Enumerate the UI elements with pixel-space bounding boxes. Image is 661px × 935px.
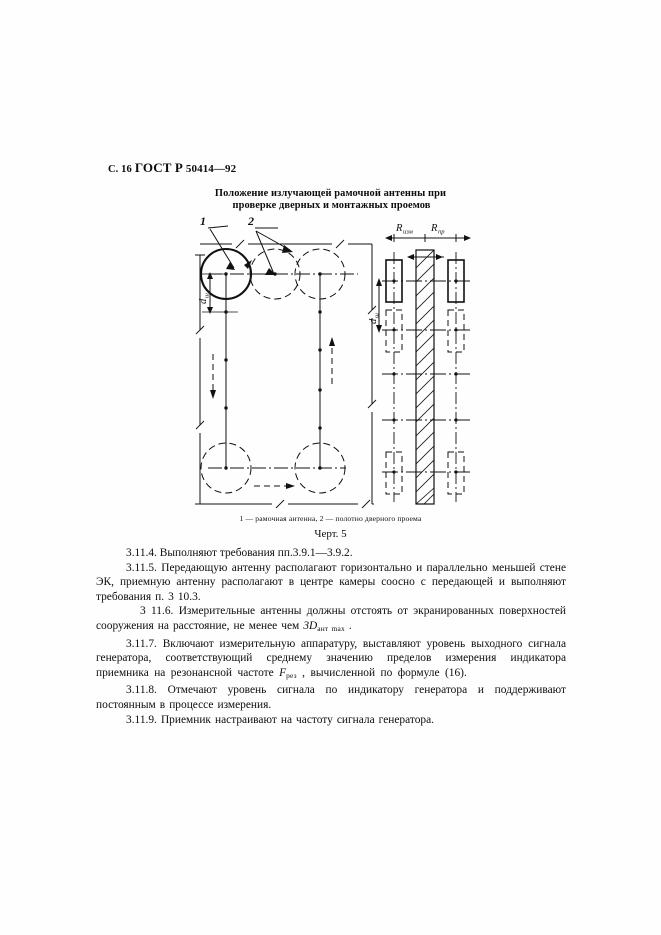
- svg-text:d: d: [198, 298, 209, 304]
- callout-label-1: 1: [200, 214, 206, 228]
- antenna-travel-arrow-horizontal: [254, 483, 295, 489]
- paragraph-3-11-6-tail: .: [344, 619, 352, 632]
- room-right-boundary: [367, 244, 377, 504]
- paragraph-3-11-5: 3.11.5. Передающую антенну располагают г…: [96, 561, 566, 603]
- bottom-horizontal-dimension: [200, 499, 374, 509]
- svg-text:ш: ш: [374, 313, 381, 318]
- standard-number: 50414—92: [185, 163, 237, 175]
- top-horizontal-dimension: [200, 239, 372, 249]
- technical-drawing: 1 2 d ш d ш R изм R: [186, 212, 476, 512]
- symbol-f-rez: F: [279, 666, 287, 679]
- paragraph-3-11-6: 3 11.6. Измерительные антенны должны отс…: [96, 604, 566, 636]
- paragraph-3-11-6-text: 3 11.6. Измерительные антенны должны отс…: [96, 605, 566, 632]
- svg-text:пр: пр: [438, 229, 445, 236]
- wall-view-level-lines: [382, 280, 470, 473]
- svg-text:R: R: [430, 223, 438, 234]
- label-d-sh-left: d ш: [198, 293, 211, 304]
- body-text: 3.11.4. Выполняют требования пп.3.9.1—3.…: [96, 546, 566, 727]
- formula-3d-subscript: ант max: [317, 623, 345, 633]
- callout-leader-1: [207, 225, 235, 270]
- d-sh-dimension-right: [376, 278, 382, 333]
- paragraph-3-11-7-tail: , вычисленной по формуле (16).: [296, 666, 467, 679]
- page-number: С. 16: [108, 164, 132, 175]
- antenna-loop-dashed-3: [200, 442, 252, 494]
- wall-view-level-dots: [392, 328, 458, 474]
- formula-3d-ant-max: 3D: [303, 619, 318, 632]
- standard-name: ГОСТ Р: [134, 160, 183, 175]
- paragraph-3-11-9: 3.11.9. Приемник настраивают на частоту …: [126, 713, 434, 726]
- figure-title-line-1: Положение излучающей рамочной антенны пр…: [214, 188, 447, 199]
- paragraph-3-11-7-text: 3.11.7. Включают измерительную аппаратур…: [96, 637, 566, 679]
- d-sh-dimension: [202, 272, 238, 314]
- antenna-travel-path-right: [318, 274, 335, 470]
- rotation-arrow: [244, 260, 252, 269]
- figure-title: Положение излучающей рамочной антенны пр…: [0, 188, 661, 213]
- figure-legend: 1 — рамочная антенна, 2 — полотно дверно…: [239, 514, 422, 523]
- svg-text:d: d: [368, 318, 379, 324]
- wall-section-marker: [407, 254, 444, 260]
- callout-label-2: 2: [247, 214, 254, 228]
- paragraph-3-11-7: 3.11.7. Включают измерительную аппаратур…: [96, 637, 566, 684]
- callout-leader-2: [255, 227, 293, 275]
- symbol-f-rez-subscript: рез: [286, 670, 297, 680]
- figure-title-line-2: проверке дверных и монтажных проемов: [232, 200, 431, 212]
- svg-text:R: R: [395, 223, 403, 234]
- wall-top-dimension: [385, 234, 471, 242]
- left-vertical-dimension: [195, 254, 205, 505]
- figure-caption: Черт. 5: [314, 528, 347, 540]
- svg-text:ш: ш: [204, 293, 211, 298]
- running-header: С. 16 ГОСТ Р 50414—92: [108, 160, 236, 176]
- svg-text:изм: изм: [403, 229, 413, 236]
- paragraph-3-11-8: 3.11.8. Отмечают уровень сигнала по инди…: [96, 684, 566, 711]
- label-r-pr: R пр: [430, 223, 445, 236]
- label-d-sh-right: d ш: [368, 313, 381, 324]
- label-r-izm: R изм: [395, 223, 413, 236]
- paragraph-3-11-4: 3.11.4. Выполняют требования пп.3.9.1—3.…: [126, 547, 353, 559]
- wall-view-centre-lines: [393, 252, 457, 502]
- antenna-travel-path-left: [210, 274, 228, 470]
- wall-section: [415, 249, 435, 505]
